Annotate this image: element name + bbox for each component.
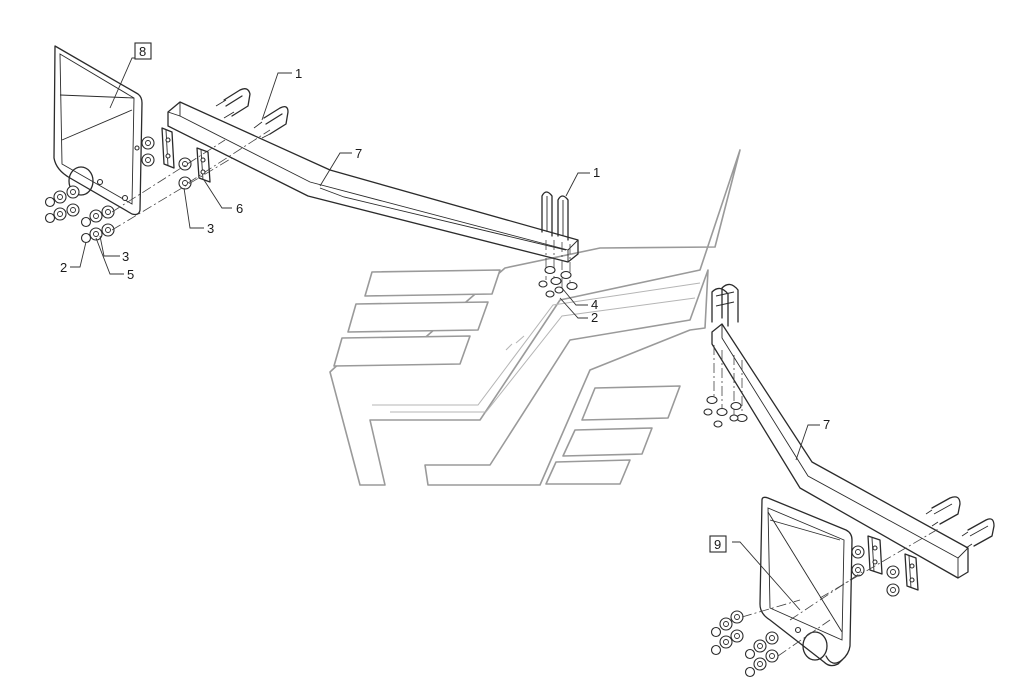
callout-9-box (709, 535, 727, 553)
callout-2-right: 2 (591, 310, 598, 325)
callout-1-upper-left: 1 (295, 66, 302, 81)
lower-right-clamp-plates (789, 527, 941, 621)
callout-6: 6 (236, 201, 243, 216)
upper-arm-tube (167, 101, 579, 263)
callout-2-left: 2 (60, 260, 67, 275)
callouts: 1 1 7 7 6 3 3 2 5 4 2 8 9 (60, 42, 830, 553)
left-clamp-plates (161, 127, 211, 183)
left-u-bolts (215, 88, 289, 139)
callout-8: 8 (139, 44, 146, 59)
callout-7-upper: 7 (355, 146, 362, 161)
callout-4: 4 (591, 297, 598, 312)
callout-3-upper: 3 (207, 221, 214, 236)
callout-5: 5 (127, 267, 134, 282)
upper-arm-u-bolts (538, 191, 578, 298)
lower-arm-end-u-bolts (925, 496, 995, 549)
callout-8-box (134, 42, 152, 60)
callout-3-lower: 3 (122, 249, 129, 264)
watermark-logo (329, 149, 741, 486)
lower-arm-tube (711, 323, 969, 579)
right-hardware-stack (710, 599, 831, 678)
callout-7-lower: 7 (823, 417, 830, 432)
left-mirror-plate (53, 45, 143, 216)
callout-9: 9 (714, 537, 721, 552)
callout-1-upper-right: 1 (593, 165, 600, 180)
left-hardware-stack (44, 129, 271, 244)
lower-arm-top-u-bolts (703, 283, 748, 428)
